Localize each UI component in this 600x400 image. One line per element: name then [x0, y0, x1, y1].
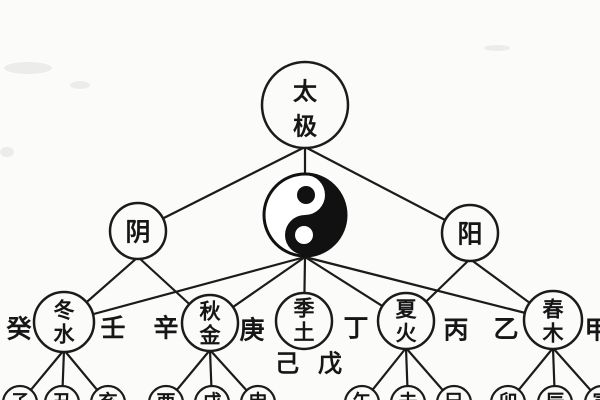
smudge-mark: [4, 62, 52, 74]
wood-element-label: 木: [542, 321, 565, 346]
stem-ding-label: 丁: [343, 314, 368, 343]
node-summer-fire: [376, 291, 436, 351]
stem-wu-stem-label: 戊: [318, 349, 342, 378]
node-branch-zi: [2, 384, 38, 400]
edge-taiji-yang: [303, 145, 472, 235]
labels: 太 极 阴 阳 冬 水 癸 壬 秋 金 辛 庚 季 土 己 戊 夏 火 丁 丙 …: [5, 77, 600, 400]
stem-xin-label: 辛: [153, 314, 178, 343]
season-label: 季: [294, 296, 315, 321]
node-season-earth: [274, 291, 334, 351]
branch-zi-label: 子: [10, 391, 29, 400]
edge-taijitu-spring-wood: [303, 255, 555, 322]
node-yin: [108, 201, 168, 261]
stem-yi-label: 乙: [493, 315, 518, 344]
water-element-label: 水: [54, 322, 76, 347]
node-branch-chen: [537, 384, 573, 400]
edge-taijitu-winter-water: [62, 255, 307, 324]
node-branch-wu: [344, 384, 380, 400]
earth-element-label: 土: [294, 320, 315, 345]
summer-season-label: 夏: [396, 297, 418, 322]
node-branch-yin-branch: [584, 385, 600, 400]
scan-noise: [0, 45, 510, 157]
stem-ren-label: 壬: [100, 314, 125, 343]
yin-label: 阴: [125, 218, 150, 247]
spring-season-label: 春: [543, 297, 565, 322]
autumn-season-label: 秋: [200, 299, 222, 324]
metal-element-label: 金: [199, 323, 222, 348]
taiji-char-bottom: 极: [293, 112, 317, 141]
winter-season-label: 冬: [54, 298, 75, 323]
node-branch-shen: [240, 384, 276, 400]
node-branch-xu: [194, 384, 230, 400]
branch-mao-label: 卯: [498, 391, 517, 400]
branch-wei-label: 未: [397, 390, 417, 400]
node-branch-you: [148, 384, 184, 400]
branch-wu-label: 午: [352, 390, 371, 400]
yin-yang-taijitu-icon: [262, 172, 348, 258]
fire-element-label: 火: [396, 321, 417, 346]
stem-bing-label: 丙: [443, 316, 468, 345]
node-spring-wood: [522, 289, 584, 351]
stem-ji-label: 己: [275, 349, 299, 378]
branch-si-label: 巳: [444, 391, 463, 400]
smudge-mark: [484, 45, 510, 51]
yang-label: 阳: [457, 220, 482, 249]
taiji-char-top: 太: [293, 77, 318, 106]
node-taiji: [260, 60, 350, 150]
branch-yin-branch-label: 寅: [592, 390, 600, 400]
edge-taiji-yin: [136, 145, 307, 233]
branch-shen-label: 申: [248, 390, 267, 400]
node-branch-mao: [490, 384, 526, 400]
smudge-mark: [0, 147, 14, 157]
node-winter-water: [32, 290, 96, 354]
taijitu-dark-dot: [297, 186, 315, 204]
smudge-mark: [70, 81, 90, 89]
node-branch-hai: [90, 384, 126, 400]
branch-you-label: 酉: [156, 391, 175, 400]
node-branch-chou: [44, 384, 80, 400]
nodes: [2, 60, 600, 400]
stem-gui-label: 癸: [5, 315, 32, 344]
branch-hai-label: 亥: [98, 390, 117, 400]
taijitu-light-dot: [295, 226, 313, 244]
node-autumn-metal: [180, 293, 240, 353]
stem-geng-label: 庚: [239, 316, 264, 345]
node-branch-wei: [390, 384, 426, 400]
node-branch-si: [436, 384, 472, 400]
branch-xu-label: 戌: [202, 391, 221, 400]
stem-jia-label: 甲: [584, 316, 600, 345]
branch-chen-label: 辰: [545, 391, 565, 400]
node-yang: [440, 203, 500, 263]
branch-chou-label: 丑: [52, 391, 71, 400]
